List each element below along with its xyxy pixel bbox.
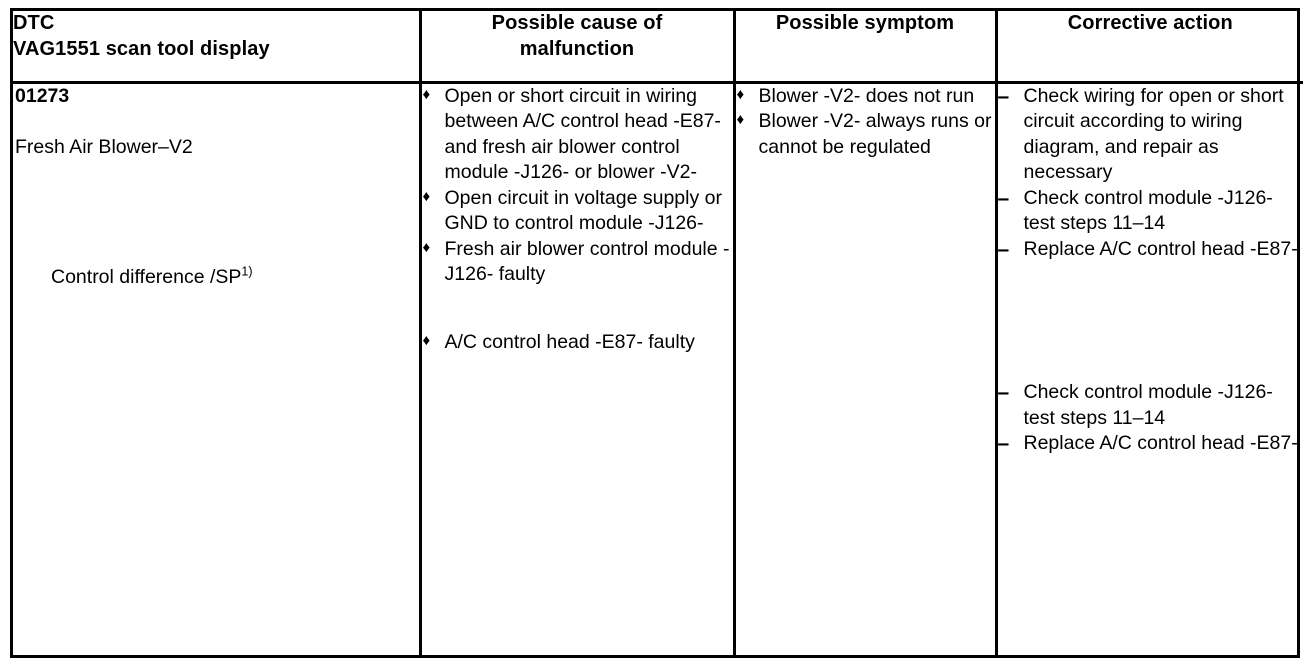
list-item-label: Fresh air blower control module -J126- f…	[444, 237, 730, 286]
list-item-label: Check control module -J126-	[1023, 381, 1273, 404]
dtc-detail: Control difference /SP1)	[51, 265, 419, 290]
dash-bullet-icon: –	[997, 237, 1010, 261]
column-header-action: Corrective action	[994, 11, 1303, 84]
list-item: – Check control module -J126- test steps…	[998, 186, 1304, 237]
list-item: – Replace A/C control head -E87-	[998, 431, 1304, 456]
diamond-bullet-icon: ♦	[422, 187, 431, 205]
diamond-bullet-icon: ♦	[736, 111, 745, 129]
column-header-dtc-line1: DTC	[13, 12, 55, 34]
cell-possible-symptom: ♦ Blower -V2- does not run ♦ Blower -V2-…	[732, 82, 996, 655]
list-item: ♦ Blower -V2- does not run	[736, 84, 995, 109]
dash-bullet-icon: –	[997, 431, 1010, 455]
list-item-label: Open circuit in voltage supply or GND to…	[444, 186, 722, 235]
symptom-list: ♦ Blower -V2- does not run ♦ Blower -V2-…	[736, 84, 995, 160]
list-item-label: Blower -V2- does not run	[758, 85, 975, 107]
list-item: – Replace A/C control head -E87-	[998, 237, 1304, 262]
header-row: DTC VAG1551 scan tool display Possible c…	[13, 11, 1303, 84]
column-header-dtc: DTC VAG1551 scan tool display	[13, 11, 420, 84]
list-item-label: Check wiring for open or short circuit a…	[1023, 85, 1284, 184]
list-item: ♦ Open or short circuit in wiring betwee…	[422, 84, 733, 186]
list-item-label: Blower -V2- always runs or cannot be reg…	[758, 110, 992, 158]
dash-bullet-icon: –	[997, 381, 1010, 405]
list-item-label: Open or short circuit in wiring between …	[444, 85, 721, 184]
list-item-subline: test steps 11–14	[1023, 406, 1166, 429]
dtc-component-name: Fresh Air Blower–V2	[15, 136, 193, 159]
action-list-spacer	[998, 262, 1304, 380]
list-item: ♦ A/C control head -E87- faulty	[422, 330, 733, 355]
column-header-symptom: Possible symptom	[732, 11, 996, 84]
column-header-action-line1: Corrective action	[1067, 12, 1233, 34]
list-item-label: A/C control head -E87- faulty	[444, 330, 695, 353]
cell-corrective-action: – Check wiring for open or short circuit…	[994, 82, 1304, 655]
dtc-detail-text: Control difference /SP	[51, 265, 242, 288]
column-header-cause-line1: Possible cause of	[491, 12, 663, 34]
table-header: DTC VAG1551 scan tool display Possible c…	[13, 11, 1303, 84]
table-body: 01273 Fresh Air Blower–V2 Control differ…	[13, 82, 1304, 656]
list-item-label: Replace A/C control head -E87-	[1023, 237, 1298, 260]
diamond-bullet-icon: ♦	[736, 86, 745, 103]
cell-dtc: 01273 Fresh Air Blower–V2 Control differ…	[13, 83, 420, 656]
list-item-subline: test steps 11–14	[1023, 212, 1166, 235]
column-header-cause-line2: malfunction	[519, 37, 635, 60]
list-item: ♦ Blower -V2- always runs or cannot be r…	[736, 109, 995, 160]
cause-list-bottom: ♦ A/C control head -E87- faulty	[422, 330, 733, 355]
cause-list-top: ♦ Open or short circuit in wiring betwee…	[422, 84, 733, 288]
dash-bullet-icon: –	[997, 186, 1010, 210]
list-item: ♦ Fresh air blower control module -J126-…	[422, 237, 733, 288]
dtc-code: 01273	[15, 85, 70, 107]
column-header-dtc-line2: VAG1551 scan tool display	[13, 37, 270, 60]
list-item: – Check wiring for open or short circuit…	[998, 84, 1304, 186]
column-header-symptom-line1: Possible symptom	[775, 12, 955, 34]
dtc-fault-table: DTC VAG1551 scan tool display Possible c…	[10, 8, 1303, 658]
list-item-label: Check control module -J126-	[1023, 186, 1273, 209]
action-list-bottom: – Check control module -J126- test steps…	[998, 380, 1304, 456]
column-header-cause: Possible cause of malfunction	[418, 11, 734, 84]
cause-list-spacer	[422, 288, 733, 330]
diamond-bullet-icon: ♦	[422, 331, 431, 349]
action-list-top: – Check wiring for open or short circuit…	[998, 84, 1304, 262]
diamond-bullet-icon: ♦	[422, 238, 431, 256]
table-grid: DTC VAG1551 scan tool display Possible c…	[13, 11, 1303, 655]
list-item: – Check control module -J126- test steps…	[998, 380, 1304, 431]
list-item: ♦ Open circuit in voltage supply or GND …	[422, 186, 733, 237]
list-item-label: Replace A/C control head -E87-	[1023, 431, 1298, 454]
cell-possible-cause: ♦ Open or short circuit in wiring betwee…	[418, 82, 734, 655]
footnote-marker: 1)	[241, 264, 253, 279]
table-row: 01273 Fresh Air Blower–V2 Control differ…	[13, 82, 1304, 656]
dash-bullet-icon: –	[997, 85, 1010, 108]
diamond-bullet-icon: ♦	[422, 86, 431, 103]
